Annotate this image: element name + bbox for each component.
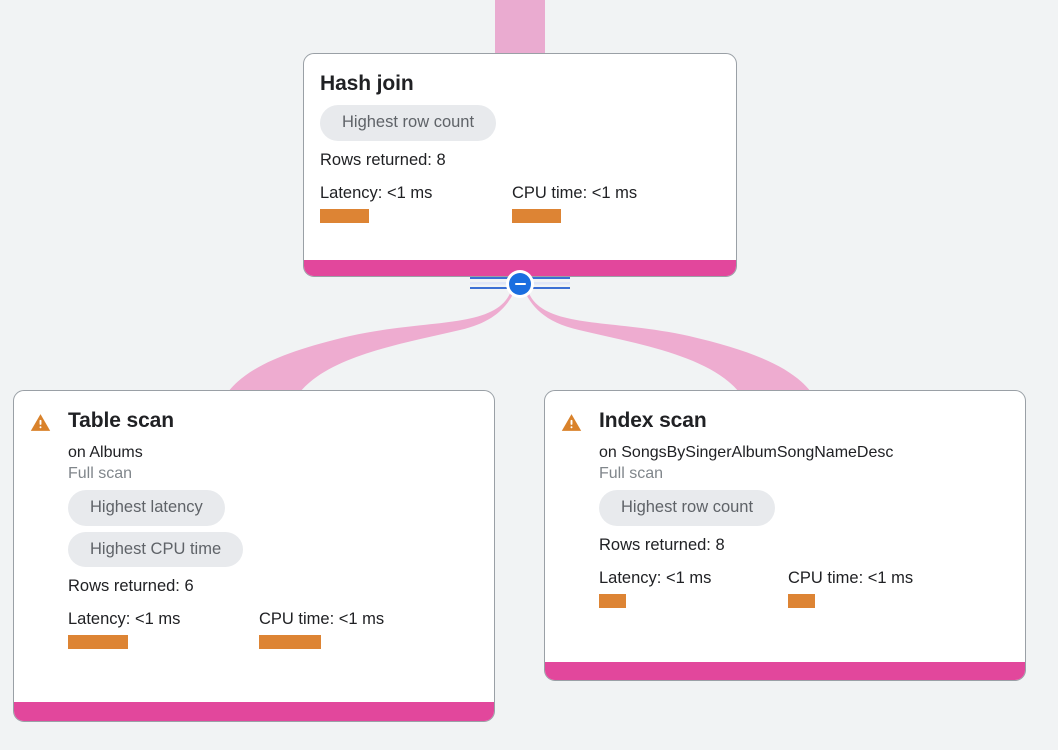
warning-slot [30, 409, 68, 432]
metric-cpu-time-bar [512, 208, 561, 223]
metric-cpu-time: CPU time: <1 ms [259, 609, 384, 649]
metric-cpu-time-label: CPU time: <1 ms [512, 183, 638, 202]
badge-highest-row-count: Highest row count [599, 490, 776, 526]
rows-returned-label: Rows returned: 8 [320, 150, 446, 169]
node-hash-join-body: Hash join Highest row count Rows returne… [304, 54, 736, 260]
node-index-scan[interactable]: Index scan on SongsBySingerAlbumSongName… [544, 390, 1026, 681]
metric-cpu-time: CPU time: <1 ms [788, 568, 913, 608]
node-metrics-row: Latency: <1 ms CPU time: <1 ms [68, 609, 476, 649]
metric-latency-label: Latency: <1 ms [68, 610, 181, 628]
node-title: Index scan [599, 409, 707, 432]
metric-latency-bar [68, 635, 128, 649]
node-accent-bar [304, 260, 736, 276]
node-subtitle: on Albums [68, 444, 143, 461]
metric-latency: Latency: <1 ms [599, 568, 788, 608]
node-accent-bar [14, 702, 494, 721]
metric-latency-label: Latency: <1 ms [599, 568, 712, 587]
node-index-scan-content: Index scan on SongsBySingerAlbumSongName… [599, 409, 1007, 608]
node-metrics-row: Latency: <1 ms CPU time: <1 ms [599, 568, 1007, 608]
metric-latency-bar [320, 208, 369, 223]
node-table-scan-content: Table scan on Albums Full scan Highest l… [68, 409, 476, 649]
node-chip-list: Highest row count [320, 105, 718, 141]
metric-cpu-time-label: CPU time: <1 ms [788, 568, 914, 587]
node-subtitle: on SongsBySingerAlbumSongNameDesc [599, 444, 894, 461]
warning-triangle-icon [30, 414, 51, 431]
metric-cpu-time-bar [259, 635, 321, 649]
node-index-scan-body: Index scan on SongsBySingerAlbumSongName… [545, 391, 1025, 662]
metric-latency: Latency: <1 ms [68, 609, 259, 649]
node-metrics-row: Latency: <1 ms CPU time: <1 ms [320, 183, 718, 223]
edge-hash-join-to-table-scan [228, 288, 516, 392]
warning-triangle-icon [561, 414, 582, 431]
node-chip-list: Highest row count [599, 490, 1007, 526]
rows-returned-label: Rows returned: 6 [68, 577, 194, 595]
node-scan-type: Full scan [599, 465, 664, 482]
node-table-scan-body: Table scan on Albums Full scan Highest l… [14, 391, 494, 702]
node-title: Table scan [68, 409, 174, 432]
minus-circle-icon [509, 273, 531, 295]
warning-slot [561, 409, 599, 432]
node-table-scan[interactable]: Table scan on Albums Full scan Highest l… [13, 390, 495, 722]
rows-returned-label: Rows returned: 8 [599, 535, 725, 554]
badge-highest-row-count: Highest row count [320, 105, 497, 141]
edge-root-to-hash-join [495, 0, 545, 54]
node-title: Hash join [320, 72, 414, 95]
metric-cpu-time-label: CPU time: <1 ms [259, 610, 385, 628]
minus-glyph [514, 282, 526, 286]
node-hash-join[interactable]: Hash join Highest row count Rows returne… [303, 53, 737, 277]
node-hash-join-content: Hash join Highest row count Rows returne… [320, 72, 718, 223]
badge-highest-cpu-time: Highest CPU time [68, 531, 244, 567]
edge-hash-join-to-index-scan [523, 288, 811, 392]
metric-latency: Latency: <1 ms [320, 183, 512, 223]
node-chip-list: Highest latency Highest CPU time [68, 490, 476, 567]
metric-latency-bar [599, 593, 626, 608]
badge-highest-latency: Highest latency [68, 490, 225, 526]
metric-cpu-time: CPU time: <1 ms [512, 183, 637, 223]
collapse-toggle-button[interactable] [506, 270, 534, 298]
metric-latency-label: Latency: <1 ms [320, 183, 433, 202]
node-scan-type: Full scan [68, 465, 133, 482]
node-accent-bar [545, 662, 1025, 680]
metric-cpu-time-bar [788, 593, 815, 608]
